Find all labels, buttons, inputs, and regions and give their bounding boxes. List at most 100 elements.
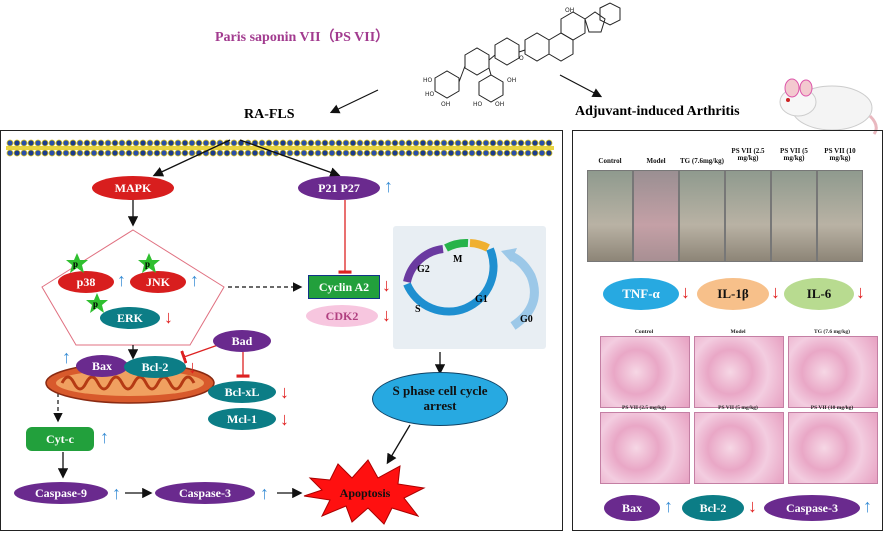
membrane-bead bbox=[531, 149, 539, 157]
membrane-bead bbox=[342, 149, 350, 157]
membrane-bead bbox=[300, 149, 308, 157]
membrane-bead bbox=[475, 149, 483, 157]
membrane-bead bbox=[454, 149, 462, 157]
membrane-bead bbox=[482, 149, 490, 157]
histology-label: PS VII (2.5 mg/kg) bbox=[622, 405, 666, 411]
membrane-bead bbox=[321, 149, 329, 157]
membrane-bead bbox=[76, 139, 84, 147]
paw-photo bbox=[679, 170, 725, 262]
marker-bax-up-arrow: ↑ bbox=[664, 496, 673, 516]
histology-image bbox=[788, 412, 878, 484]
membrane-bead bbox=[20, 149, 28, 157]
membrane-bead bbox=[27, 139, 35, 147]
membrane-bead bbox=[440, 149, 448, 157]
node-bax: Bax bbox=[76, 355, 128, 377]
membrane-bead bbox=[41, 139, 49, 147]
node-p38: p38 bbox=[58, 271, 114, 293]
membrane-bead bbox=[83, 149, 91, 157]
paw-group-label: Control bbox=[598, 157, 622, 165]
membrane-bead bbox=[433, 149, 441, 157]
paw-group-label: PS VII (10 mg/kg) bbox=[824, 147, 856, 163]
membrane-bead bbox=[293, 149, 301, 157]
membrane-bead bbox=[496, 149, 504, 157]
membrane-bead bbox=[195, 139, 203, 147]
svg-text:OH: OH bbox=[565, 7, 574, 14]
membrane-bead bbox=[412, 139, 420, 147]
membrane-bead bbox=[90, 139, 98, 147]
membrane-bead bbox=[496, 139, 504, 147]
membrane-bead bbox=[300, 139, 308, 147]
membrane-bead bbox=[286, 149, 294, 157]
membrane-bead bbox=[524, 149, 532, 157]
phospho-star-icon: p bbox=[138, 253, 160, 273]
membrane-bead bbox=[356, 149, 364, 157]
node-cyclin-a2: Cyclin A2 bbox=[308, 275, 380, 299]
membrane-bead bbox=[55, 149, 63, 157]
membrane-bead bbox=[538, 149, 546, 157]
membrane-bead bbox=[174, 139, 182, 147]
membrane-bead bbox=[69, 149, 77, 157]
paw-photo bbox=[633, 170, 679, 262]
membrane-bead bbox=[349, 149, 357, 157]
membrane-bead bbox=[223, 149, 231, 157]
histology-image bbox=[694, 336, 784, 408]
histology-label: PS VII (10 mg/kg) bbox=[810, 405, 854, 411]
membrane-bead bbox=[349, 139, 357, 147]
membrane-bead bbox=[104, 139, 112, 147]
membrane-bead bbox=[440, 139, 448, 147]
paw-photo bbox=[587, 170, 633, 262]
membrane-bead bbox=[216, 149, 224, 157]
membrane-bead bbox=[167, 139, 175, 147]
membrane-bead bbox=[13, 149, 21, 157]
svg-text:O: O bbox=[519, 55, 524, 62]
membrane-bead bbox=[426, 149, 434, 157]
membrane-bead bbox=[503, 149, 511, 157]
jnk-up-arrow: ↑ bbox=[190, 270, 199, 290]
membrane-bead bbox=[419, 139, 427, 147]
marker-caspase3: Caspase-3 bbox=[764, 495, 860, 521]
membrane-bead bbox=[398, 139, 406, 147]
membrane-bead bbox=[342, 139, 350, 147]
svg-text:HO: HO bbox=[425, 91, 435, 98]
pathway-lines bbox=[41, 139, 446, 499]
membrane-bead bbox=[139, 149, 147, 157]
membrane-bead bbox=[209, 149, 217, 157]
membrane-bead bbox=[293, 139, 301, 147]
membrane-bead bbox=[167, 149, 175, 157]
node-erk: ERK bbox=[100, 307, 160, 329]
membrane-bead bbox=[447, 139, 455, 147]
membrane-bead bbox=[69, 139, 77, 147]
membrane-bead bbox=[454, 139, 462, 147]
membrane-bead bbox=[111, 139, 119, 147]
membrane-bead bbox=[111, 149, 119, 157]
membrane-bead bbox=[258, 149, 266, 157]
bax-up-arrow: ↑ bbox=[62, 347, 71, 367]
phase-m: M bbox=[453, 254, 463, 265]
membrane-bead bbox=[468, 149, 476, 157]
node-jnk: JNK bbox=[130, 271, 186, 293]
cyclin-down-arrow: ↓ bbox=[382, 275, 391, 295]
membrane-bead bbox=[363, 149, 371, 157]
membrane-bead bbox=[405, 149, 413, 157]
membrane-bead bbox=[118, 139, 126, 147]
membrane-bead bbox=[258, 139, 266, 147]
phase-g1: G1 bbox=[475, 294, 488, 305]
membrane-bead bbox=[321, 139, 329, 147]
membrane-bead bbox=[370, 139, 378, 147]
mouse-image bbox=[779, 78, 878, 135]
membrane-bead bbox=[160, 149, 168, 157]
membrane-bead bbox=[370, 149, 378, 157]
node-caspase-9: Caspase-9 bbox=[14, 482, 108, 504]
il6-down-arrow: ↓ bbox=[856, 282, 865, 302]
membrane-bead bbox=[447, 149, 455, 157]
membrane-bead bbox=[531, 139, 539, 147]
membrane-bead bbox=[314, 149, 322, 157]
membrane-bead bbox=[20, 139, 28, 147]
histology-label: Model bbox=[730, 329, 746, 335]
paw-group-label: TG (7.6mg/kg) bbox=[680, 157, 724, 165]
node-cdk2: CDK2 bbox=[306, 305, 378, 327]
membrane-bead bbox=[384, 149, 392, 157]
membrane-bead bbox=[433, 139, 441, 147]
histology-label: PS VII (5 mg/kg) bbox=[718, 405, 758, 411]
membrane-bead bbox=[174, 149, 182, 157]
